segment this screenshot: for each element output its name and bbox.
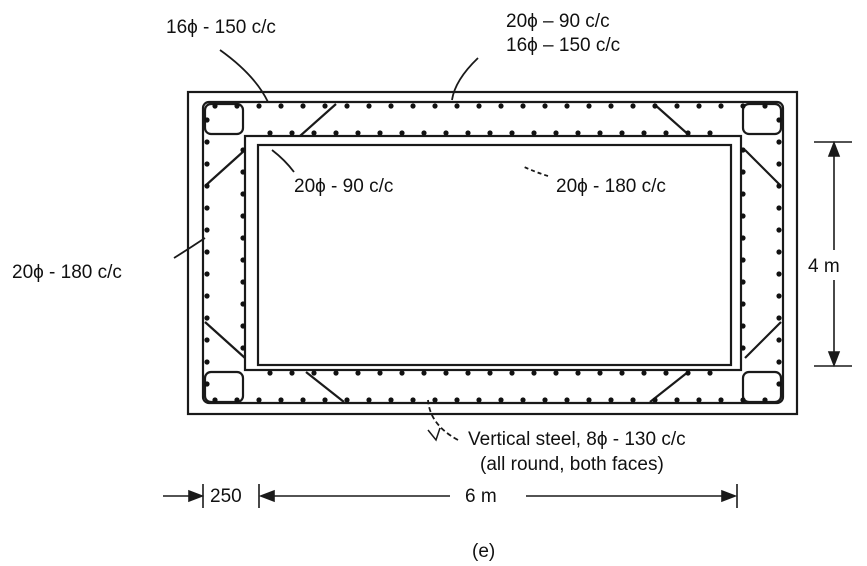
width-dimension	[163, 484, 738, 508]
corner-bar-top-right	[741, 102, 783, 136]
outer-wall-outline	[186, 90, 799, 416]
label-inner-left-bars: 20ϕ - 90 c/c	[294, 176, 394, 197]
inner-wall-outline	[243, 134, 743, 372]
corner-bar-bottom-left	[203, 370, 245, 404]
label-vertical-steel-note: (all round, both faces)	[480, 454, 664, 475]
dimension-wall-thickness-label: 250	[210, 486, 242, 507]
dimension-height-label: 4 m	[806, 255, 842, 278]
label-inner-right-bars: 20ϕ - 180 c/c	[556, 176, 666, 197]
label-top-left-bars: 16ϕ - 150 c/c	[166, 17, 276, 38]
rebar-dots	[204, 103, 782, 403]
leader-lines	[173, 49, 549, 442]
figure-caption: (e)	[472, 541, 496, 562]
outer-reinforcement-line	[201, 100, 785, 405]
inner-reinforcement-line	[256, 143, 733, 367]
label-top-right-bars-1: 20ϕ – 90 c/c	[506, 11, 610, 32]
height-dimension	[814, 140, 852, 368]
label-vertical-steel: Vertical steel, 8ϕ - 130 c/c	[468, 429, 686, 450]
label-outer-left-bars: 20ϕ - 180 c/c	[12, 262, 122, 283]
corner-bar-bottom-right	[741, 370, 783, 404]
dimension-width-label: 6 m	[465, 486, 497, 507]
haunch-bars	[204, 103, 782, 403]
label-top-right-bars-2: 16ϕ – 150 c/c	[506, 35, 621, 56]
